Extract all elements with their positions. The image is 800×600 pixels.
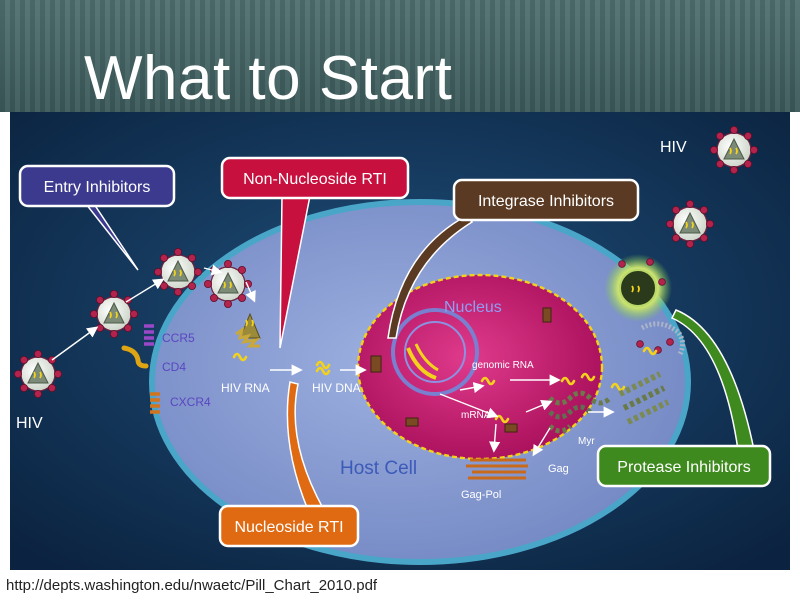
header-sheen — [0, 0, 800, 112]
gag-pol-polyprotein — [466, 458, 528, 480]
nucleoside-rti-label: Nucleoside RTI — [234, 519, 343, 536]
source-caption: http://depts.washington.edu/nwaetc/Pill_… — [6, 577, 378, 594]
nucleoside-rti-pointer — [286, 381, 326, 511]
nucleus-inner-ring — [391, 308, 479, 396]
gag-protein-chains — [548, 390, 612, 434]
entry-inhibitors-callout: Entry Inhibitors — [18, 164, 176, 271]
integrated-dna — [406, 347, 437, 380]
integrase-inhibitors-box — [452, 178, 640, 222]
integrase-inhibitors-callout: Integrase Inhibitors — [387, 178, 640, 339]
entry-inhibitors-label: Entry Inhibitors — [44, 179, 151, 196]
uncoating-capsid — [235, 312, 261, 348]
integrase-inhibitors-label: Integrase Inhibitors — [478, 193, 614, 210]
non-nucleoside-rti-box — [220, 156, 410, 200]
non-nucleoside-rti-callout: Non-Nucleoside RTI — [220, 156, 410, 349]
integrated-dna-2 — [414, 343, 439, 372]
hiv-virion-binding — [153, 247, 203, 297]
gag-label: Gag — [548, 463, 569, 475]
lifecycle-arrows — [51, 264, 615, 457]
hiv-label-right: HIV — [660, 139, 687, 156]
host-cell-label: Host Cell — [340, 458, 417, 479]
ccr5-label: CCR5 — [162, 331, 195, 345]
hiv-lifecycle-diagram: Entry Inhibitors Non-Nucleoside RTI Inte… — [10, 112, 790, 570]
nuclear-pore-2 — [542, 307, 552, 323]
protease-inhibitors-pointer — [670, 309, 755, 451]
protease-inhibitors-box — [596, 444, 772, 488]
integrase-inhibitors-pointer — [387, 215, 474, 339]
nuclear-pore-3 — [504, 423, 518, 433]
mrna-label: mRNA — [461, 410, 491, 421]
nuclear-pore-4 — [405, 417, 419, 427]
budding-knobs — [618, 258, 674, 354]
myr-label: Myr — [578, 436, 595, 447]
protease-inhibitors-label: Protease Inhibitors — [617, 459, 750, 476]
hiv-virion-released — [665, 199, 715, 249]
hiv-virion-approaching — [89, 289, 139, 339]
non-nucleoside-rti-label: Non-Nucleoside RTI — [243, 171, 387, 188]
entry-inhibitors-box — [18, 164, 176, 208]
nucleus-label: Nucleus — [444, 299, 502, 316]
nucleoside-rti-callout: Nucleoside RTI — [218, 381, 360, 548]
hiv-dna-label: HIV DNA — [312, 381, 361, 395]
nuclear-pore — [370, 355, 382, 373]
budding-virion-rna — [631, 285, 640, 293]
nucleus-inner-ring-small — [404, 321, 466, 383]
slide-header: What to Start — [0, 0, 800, 112]
cd4-receptor — [121, 345, 149, 369]
cxcr4-receptor — [150, 392, 160, 414]
cd4-label: CD4 — [162, 360, 186, 374]
myr-protein-chains — [618, 371, 670, 425]
slide-title: What to Start — [84, 44, 453, 112]
protease-inhibitors-callout: Protease Inhibitors — [596, 309, 772, 488]
genomic-rna-label: genomic RNA — [472, 360, 534, 371]
cxcr4-label: CXCR4 — [170, 395, 211, 409]
hiv-virion-fusing — [203, 259, 253, 309]
hiv-label-left: HIV — [16, 415, 43, 432]
nucleoside-rti-box — [218, 504, 360, 548]
gag-pol-label: Gag-Pol — [461, 489, 501, 501]
hiv-rna-label: HIV RNA — [221, 381, 270, 395]
hiv-virion-released-top — [709, 125, 759, 175]
ccr5-receptor — [144, 324, 154, 346]
